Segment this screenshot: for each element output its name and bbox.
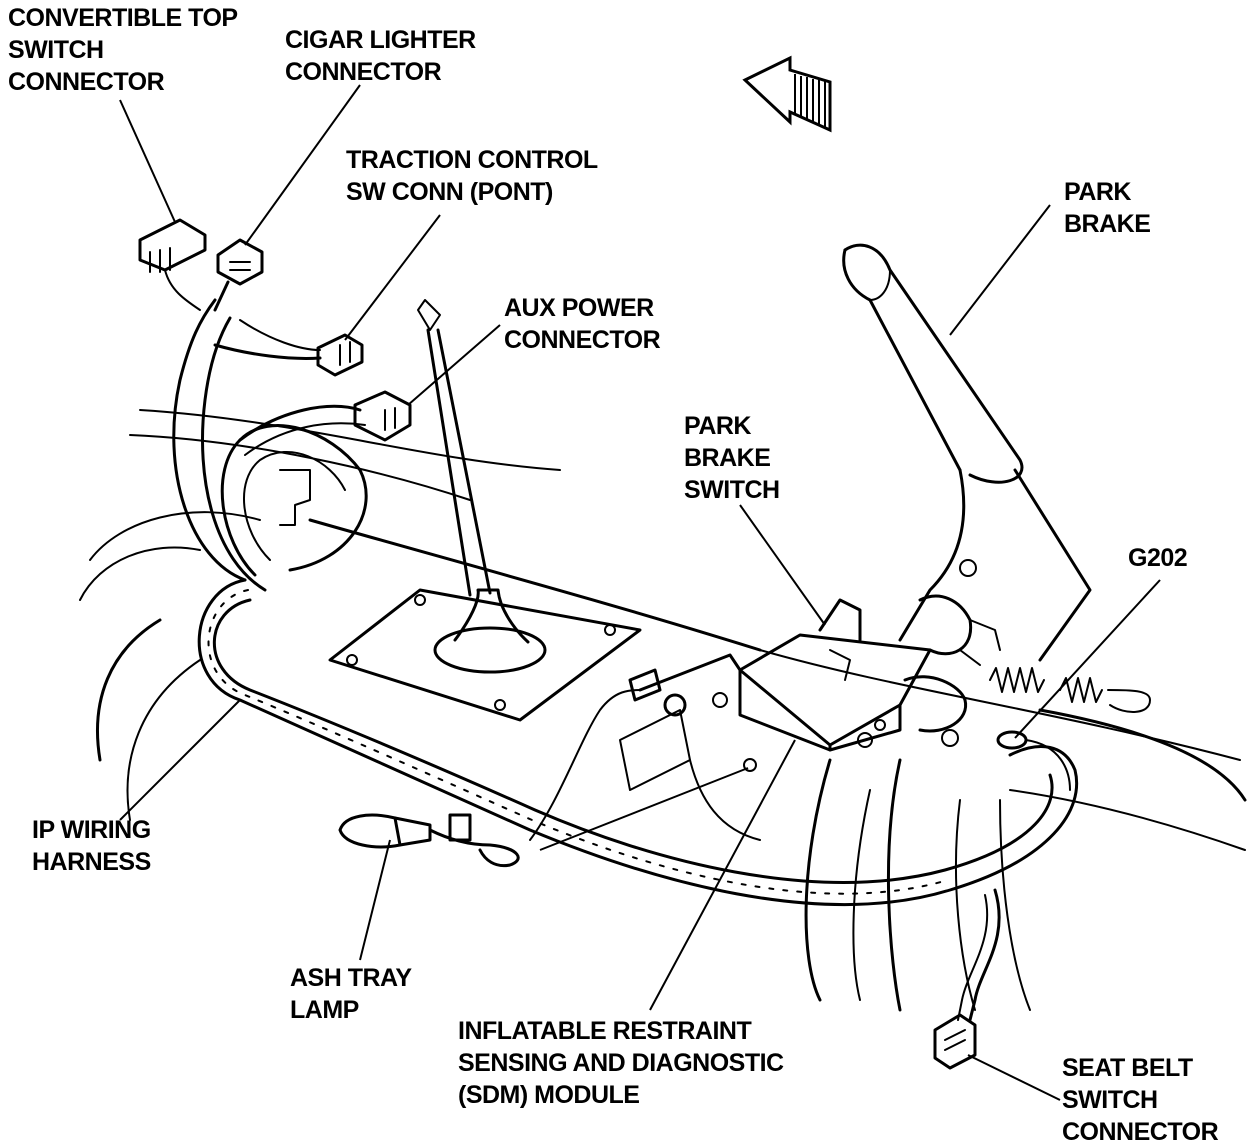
forward-arrow-icon	[742, 55, 832, 133]
label-aux-power-connector: AUX POWER CONNECTOR	[504, 292, 661, 356]
seat-belt-connector	[933, 888, 1001, 1070]
leader-lines	[119, 84, 1161, 1101]
label-line: G202	[1128, 544, 1188, 572]
sdm-module-body	[619, 598, 968, 791]
label-line: CONNECTOR	[504, 326, 661, 354]
label-line: SWITCH	[684, 476, 780, 504]
label-line: BRAKE	[684, 444, 771, 472]
label-line: CIGAR LIGHTER	[285, 26, 476, 54]
label-line: PARK	[1064, 178, 1131, 206]
label-line: SEAT BELT	[1062, 1054, 1193, 1082]
label-park-brake: PARK BRAKE	[1064, 176, 1151, 240]
label-line: LAMP	[290, 996, 359, 1024]
park-brake-lever	[842, 243, 1092, 666]
label-g202: G202	[1128, 542, 1188, 574]
harness-loop	[172, 298, 368, 592]
label-cigar-lighter-connector: CIGAR LIGHTER CONNECTOR	[285, 24, 476, 88]
label-line: CONNECTOR	[285, 58, 442, 86]
label-line: CONVERTIBLE TOP	[8, 4, 238, 32]
label-traction-control-sw-conn: TRACTION CONTROL SW CONN (PONT)	[346, 144, 598, 208]
label-line: CONNECTOR	[8, 68, 165, 96]
label-line: SENSING AND DIAGNOSTIC	[458, 1049, 784, 1077]
label-line: HARNESS	[32, 848, 151, 876]
label-line: TRACTION CONTROL	[346, 146, 598, 174]
label-ip-wiring-harness: IP WIRING HARNESS	[32, 814, 151, 878]
label-line: ASH TRAY	[290, 964, 412, 992]
label-line: PARK	[684, 412, 751, 440]
convertible-top-connector	[138, 218, 207, 311]
label-ash-tray-lamp: ASH TRAY LAMP	[290, 962, 412, 1026]
label-line: SWITCH	[8, 36, 104, 64]
label-line: CONNECTOR	[1062, 1118, 1219, 1146]
label-line: INFLATABLE RESTRAINT	[458, 1017, 752, 1045]
aux-power-connector	[353, 390, 412, 442]
label-line: (SDM) MODULE	[458, 1081, 640, 1109]
label-park-brake-switch: PARK BRAKE SWITCH	[684, 410, 780, 506]
label-line: SW CONN (PONT)	[346, 178, 553, 206]
label-convertible-top-switch-connector: CONVERTIBLE TOP SWITCH CONNECTOR	[8, 2, 238, 98]
label-line: SWITCH	[1062, 1086, 1158, 1114]
label-line: AUX POWER	[504, 294, 654, 322]
ash-tray-lamp-part	[338, 668, 687, 868]
console-body-outline	[79, 409, 1247, 1012]
traction-control-connector	[316, 333, 364, 377]
g202-ground	[996, 730, 1071, 791]
label-sdm-module: INFLATABLE RESTRAINT SENSING AND DIAGNOS…	[458, 1015, 784, 1111]
label-seat-belt-switch-connector: SEAT BELT SWITCH CONNECTOR	[1062, 1052, 1219, 1148]
cigar-lighter-connector	[213, 238, 264, 312]
park-brake-springs	[989, 667, 1151, 713]
ip-wiring-harness-line	[197, 578, 1079, 906]
shifter-assembly	[328, 299, 642, 722]
label-line: IP WIRING	[32, 816, 151, 844]
label-line: BRAKE	[1064, 210, 1151, 238]
